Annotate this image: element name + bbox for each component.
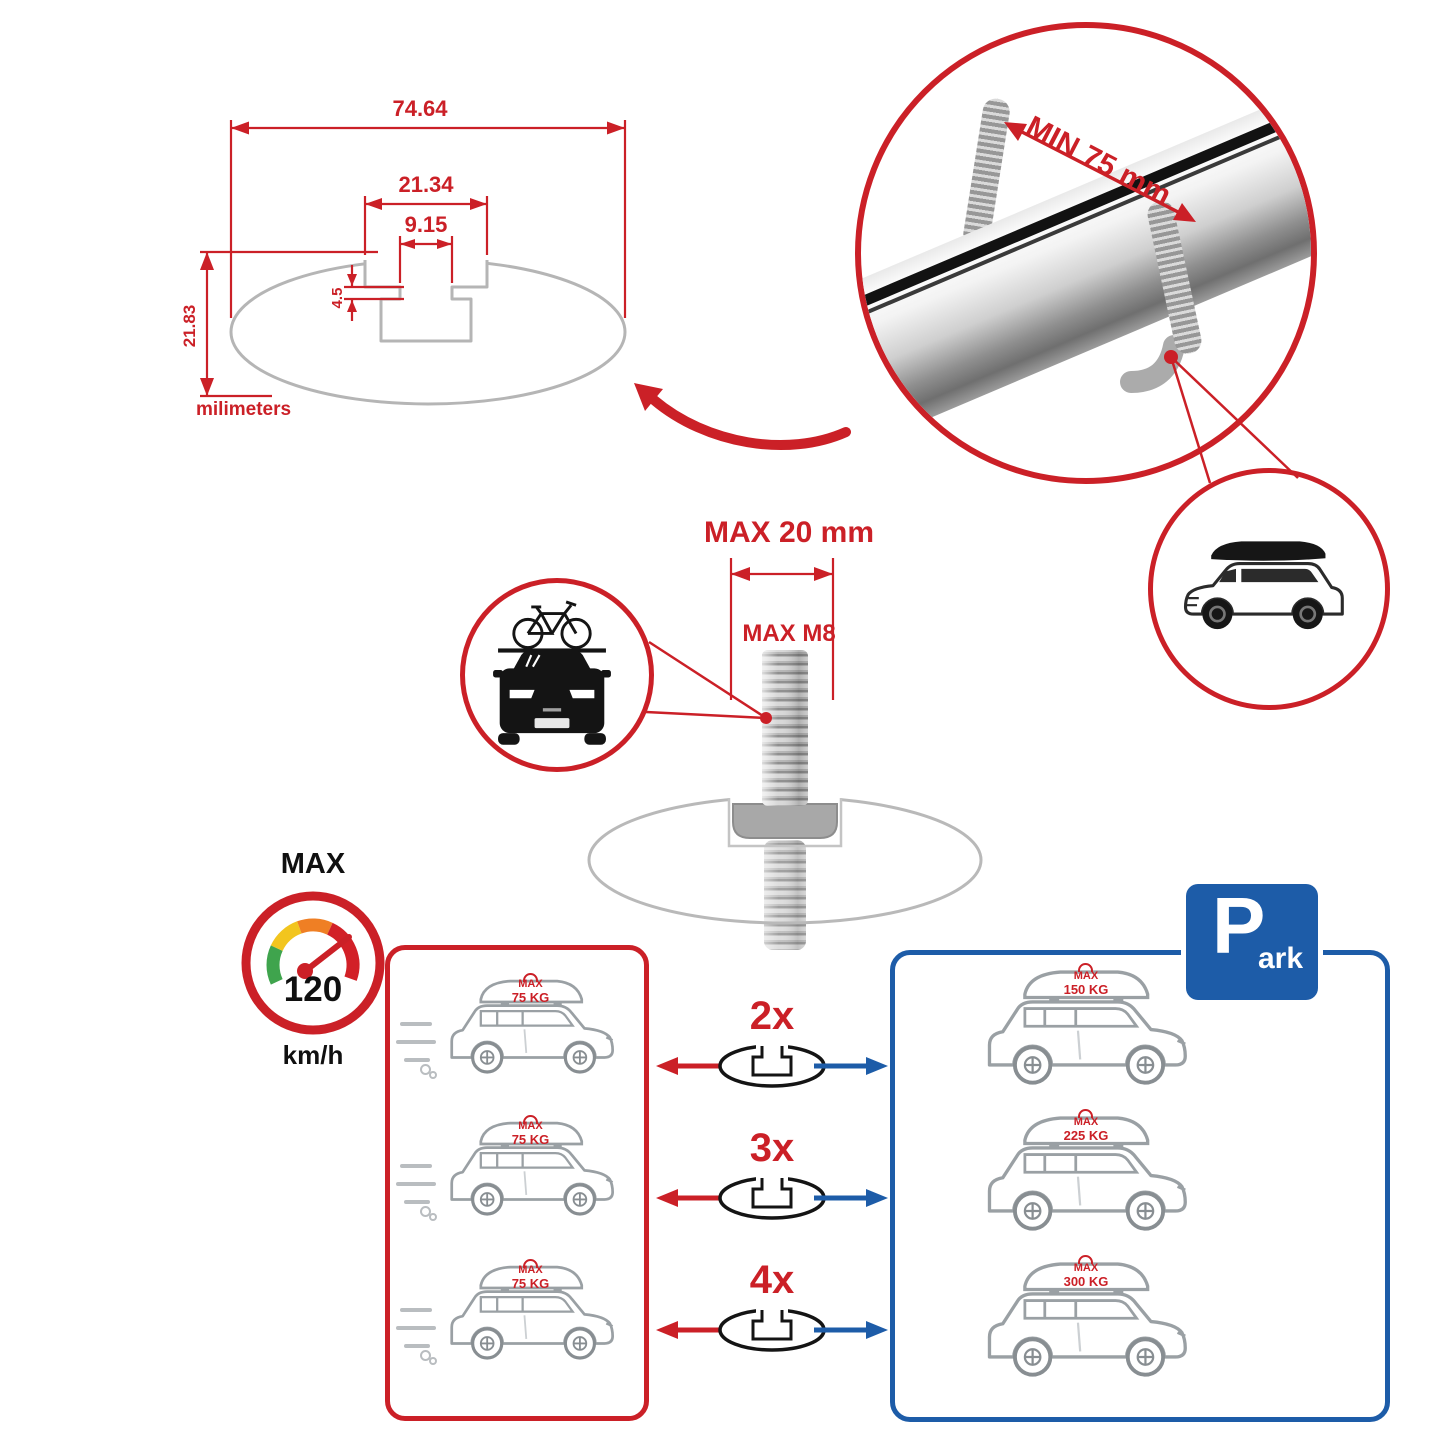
t-slot-head	[732, 803, 838, 839]
cargo-load-label: MAX 75 KG	[478, 1264, 583, 1291]
motion-line	[400, 1164, 432, 1168]
loaded-car-row: MAX 75 KG	[396, 1244, 634, 1382]
cargo-load-max: MAX	[518, 978, 543, 990]
slot-cavity	[727, 798, 843, 848]
profile-channel	[363, 260, 489, 343]
car-front-with-bike-icon	[473, 587, 631, 753]
cargo-load-label: MAX 225 KG	[1031, 1116, 1141, 1143]
crossbar-quantity-row-icon	[656, 1174, 888, 1220]
parked-car-row: MAX 225 KG	[950, 1105, 1220, 1253]
cargo-hook-icon	[523, 1259, 538, 1268]
driving-load-panel: MAX 75 KG MAX 75 KG	[385, 945, 649, 1421]
motion-line	[400, 1308, 432, 1312]
cargo-load-value: 75 KG	[511, 989, 550, 1005]
parking-sign: P ark	[1186, 884, 1318, 1000]
exhaust-puff-icon	[429, 1357, 437, 1365]
cargo-load-label: MAX 300 KG	[1031, 1262, 1141, 1289]
exhaust-puff-icon	[429, 1071, 437, 1079]
roofbox-car-circle	[1148, 468, 1390, 710]
cargo-load-value: 75 KG	[511, 1275, 550, 1291]
parked-load-panel: MAX 150 KG MAX 225 KG MAX 300 KG	[890, 950, 1390, 1422]
motion-line	[400, 1022, 432, 1026]
cargo-hook-icon	[1078, 963, 1093, 972]
motion-line	[396, 1326, 436, 1330]
cargo-hook-icon	[523, 1115, 538, 1124]
cross-section-drawing	[200, 120, 627, 406]
cargo-load-value: 75 KG	[511, 1131, 550, 1147]
bolt-drawing	[587, 650, 983, 950]
motion-line	[396, 1040, 436, 1044]
speed-value: 120	[283, 970, 343, 1009]
cargo-hook-icon	[523, 973, 538, 982]
crossbar-photo-circle	[855, 22, 1317, 484]
quantity-label-2x: 2x	[749, 994, 795, 1038]
quantity-label-3x: 3x	[749, 1126, 795, 1170]
dim-slot-width: 9.15	[404, 212, 448, 237]
exhaust-puff-icon	[420, 1206, 431, 1217]
speedometer-icon	[241, 891, 385, 1035]
dim-channel-width: 21.34	[398, 172, 454, 197]
suv-roofbox-icon	[1165, 529, 1369, 653]
cargo-load-value: 150 KG	[1063, 981, 1109, 997]
cargo-load-label: MAX 75 KG	[478, 1120, 583, 1147]
speed-unit: km/h	[282, 1040, 344, 1070]
cargo-load-value: 300 KG	[1063, 1273, 1109, 1289]
motion-line	[404, 1344, 430, 1348]
cargo-load-max: MAX	[1073, 970, 1099, 982]
cargo-load-max: MAX	[1073, 1262, 1099, 1274]
dim-total-height: 21.83	[180, 304, 199, 348]
motion-line	[404, 1058, 430, 1062]
loaded-car-row: MAX 75 KG	[396, 1100, 634, 1238]
bike-car-circle	[460, 578, 654, 772]
clamp-strap-curve	[1120, 335, 1185, 393]
cargo-load-max: MAX	[1073, 1116, 1099, 1128]
speed-max-title: MAX	[280, 848, 346, 880]
loaded-car-row: MAX 75 KG	[396, 958, 634, 1096]
motion-line	[404, 1200, 430, 1204]
parking-sign-suffix: ark	[1258, 942, 1304, 975]
bolt-dimension-label: MAX 20 mm	[703, 516, 875, 549]
parking-sign-letter: P	[1212, 881, 1266, 970]
quantity-label-4x: 4x	[749, 1258, 795, 1302]
motion-line	[396, 1182, 436, 1186]
cargo-load-value: 225 KG	[1063, 1127, 1109, 1143]
exhaust-puff-icon	[429, 1213, 437, 1221]
cargo-load-label: MAX 75 KG	[478, 978, 583, 1005]
cargo-load-max: MAX	[518, 1120, 543, 1132]
parked-car-row: MAX 150 KG	[950, 959, 1220, 1107]
exhaust-puff-icon	[420, 1064, 431, 1075]
cargo-hook-icon	[1078, 1109, 1093, 1118]
exhaust-puff-icon	[420, 1350, 431, 1361]
cargo-load-label: MAX 150 KG	[1031, 970, 1141, 997]
dimension-arrowheads	[200, 121, 625, 396]
cargo-hook-icon	[1078, 1255, 1093, 1264]
crossbar-quantity-row-icon	[656, 1306, 888, 1352]
cargo-load-max: MAX	[518, 1264, 543, 1276]
dim-total-width: 74.64	[392, 96, 448, 121]
dim-lip-depth: 4.5	[329, 287, 346, 309]
crossbar-quantity-row-icon	[656, 1042, 888, 1088]
units-label: milimeters	[196, 399, 292, 420]
parked-car-row: MAX 300 KG	[950, 1251, 1220, 1399]
